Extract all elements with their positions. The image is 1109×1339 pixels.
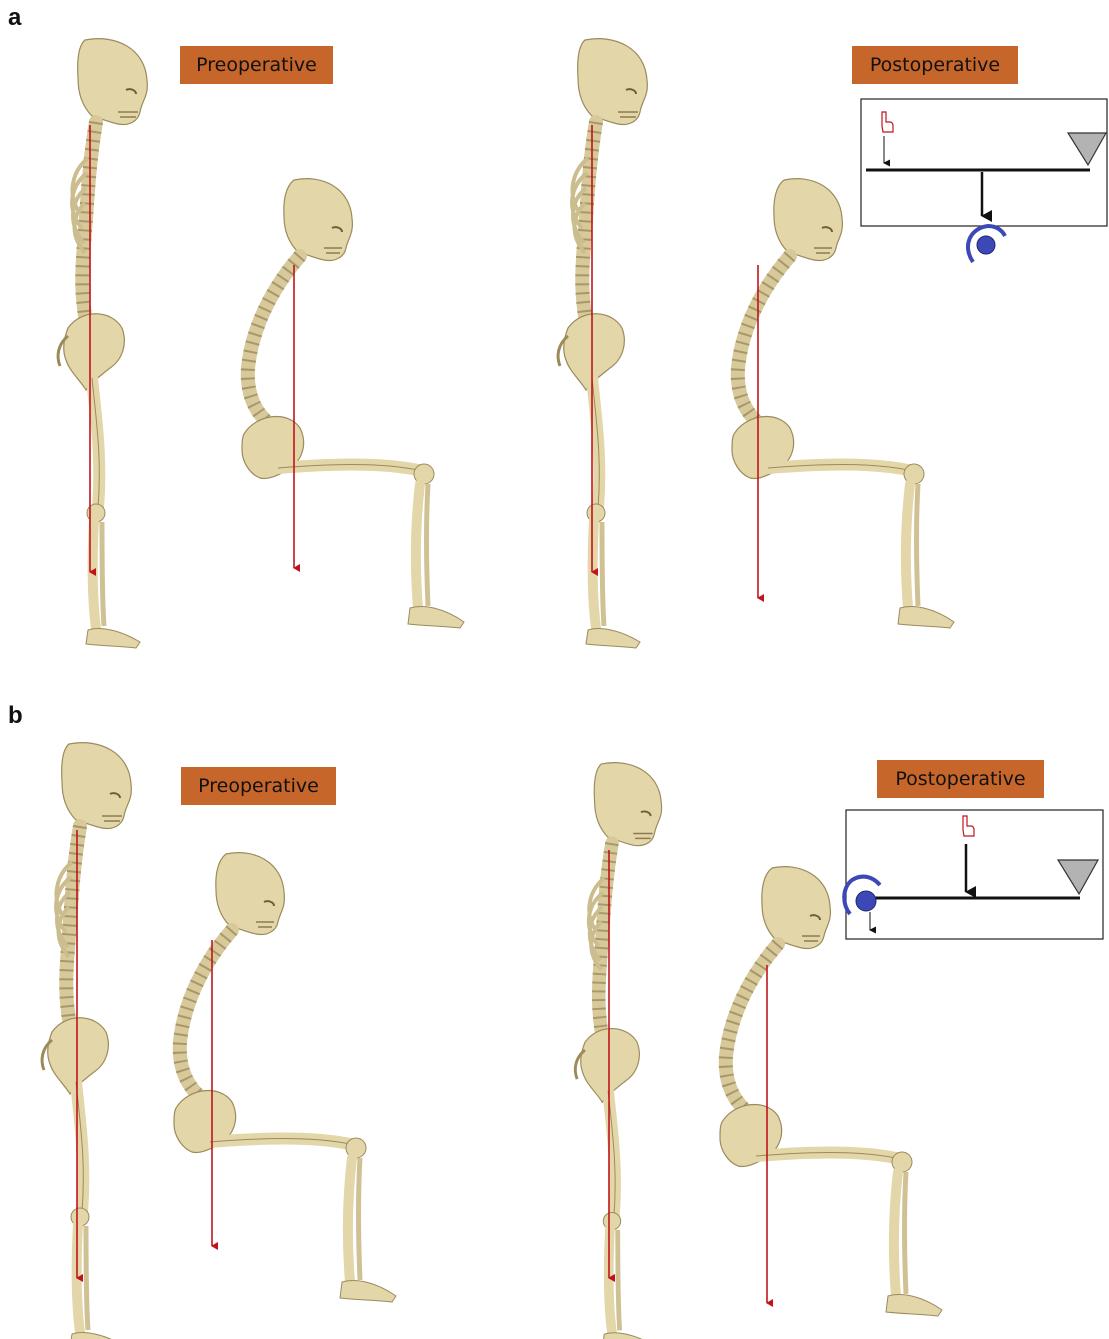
panel-b <box>42 743 1103 1339</box>
panel-a <box>58 39 1107 648</box>
preop-standing-skeleton-b <box>42 743 131 1339</box>
lever-diagram-b <box>844 810 1103 939</box>
preop-standing-skeleton-a <box>58 39 147 648</box>
preop-sitting-skeleton-a <box>242 179 464 628</box>
postop-standing-skeleton-a <box>558 39 647 648</box>
postop-sitting-skeleton-a <box>732 179 954 628</box>
preop-sitting-skeleton-b <box>174 853 396 1302</box>
lever-diagram-a <box>861 99 1107 262</box>
postop-standing-skeleton-b <box>575 763 661 1339</box>
curved-moment-arrow-icon <box>968 226 1005 262</box>
